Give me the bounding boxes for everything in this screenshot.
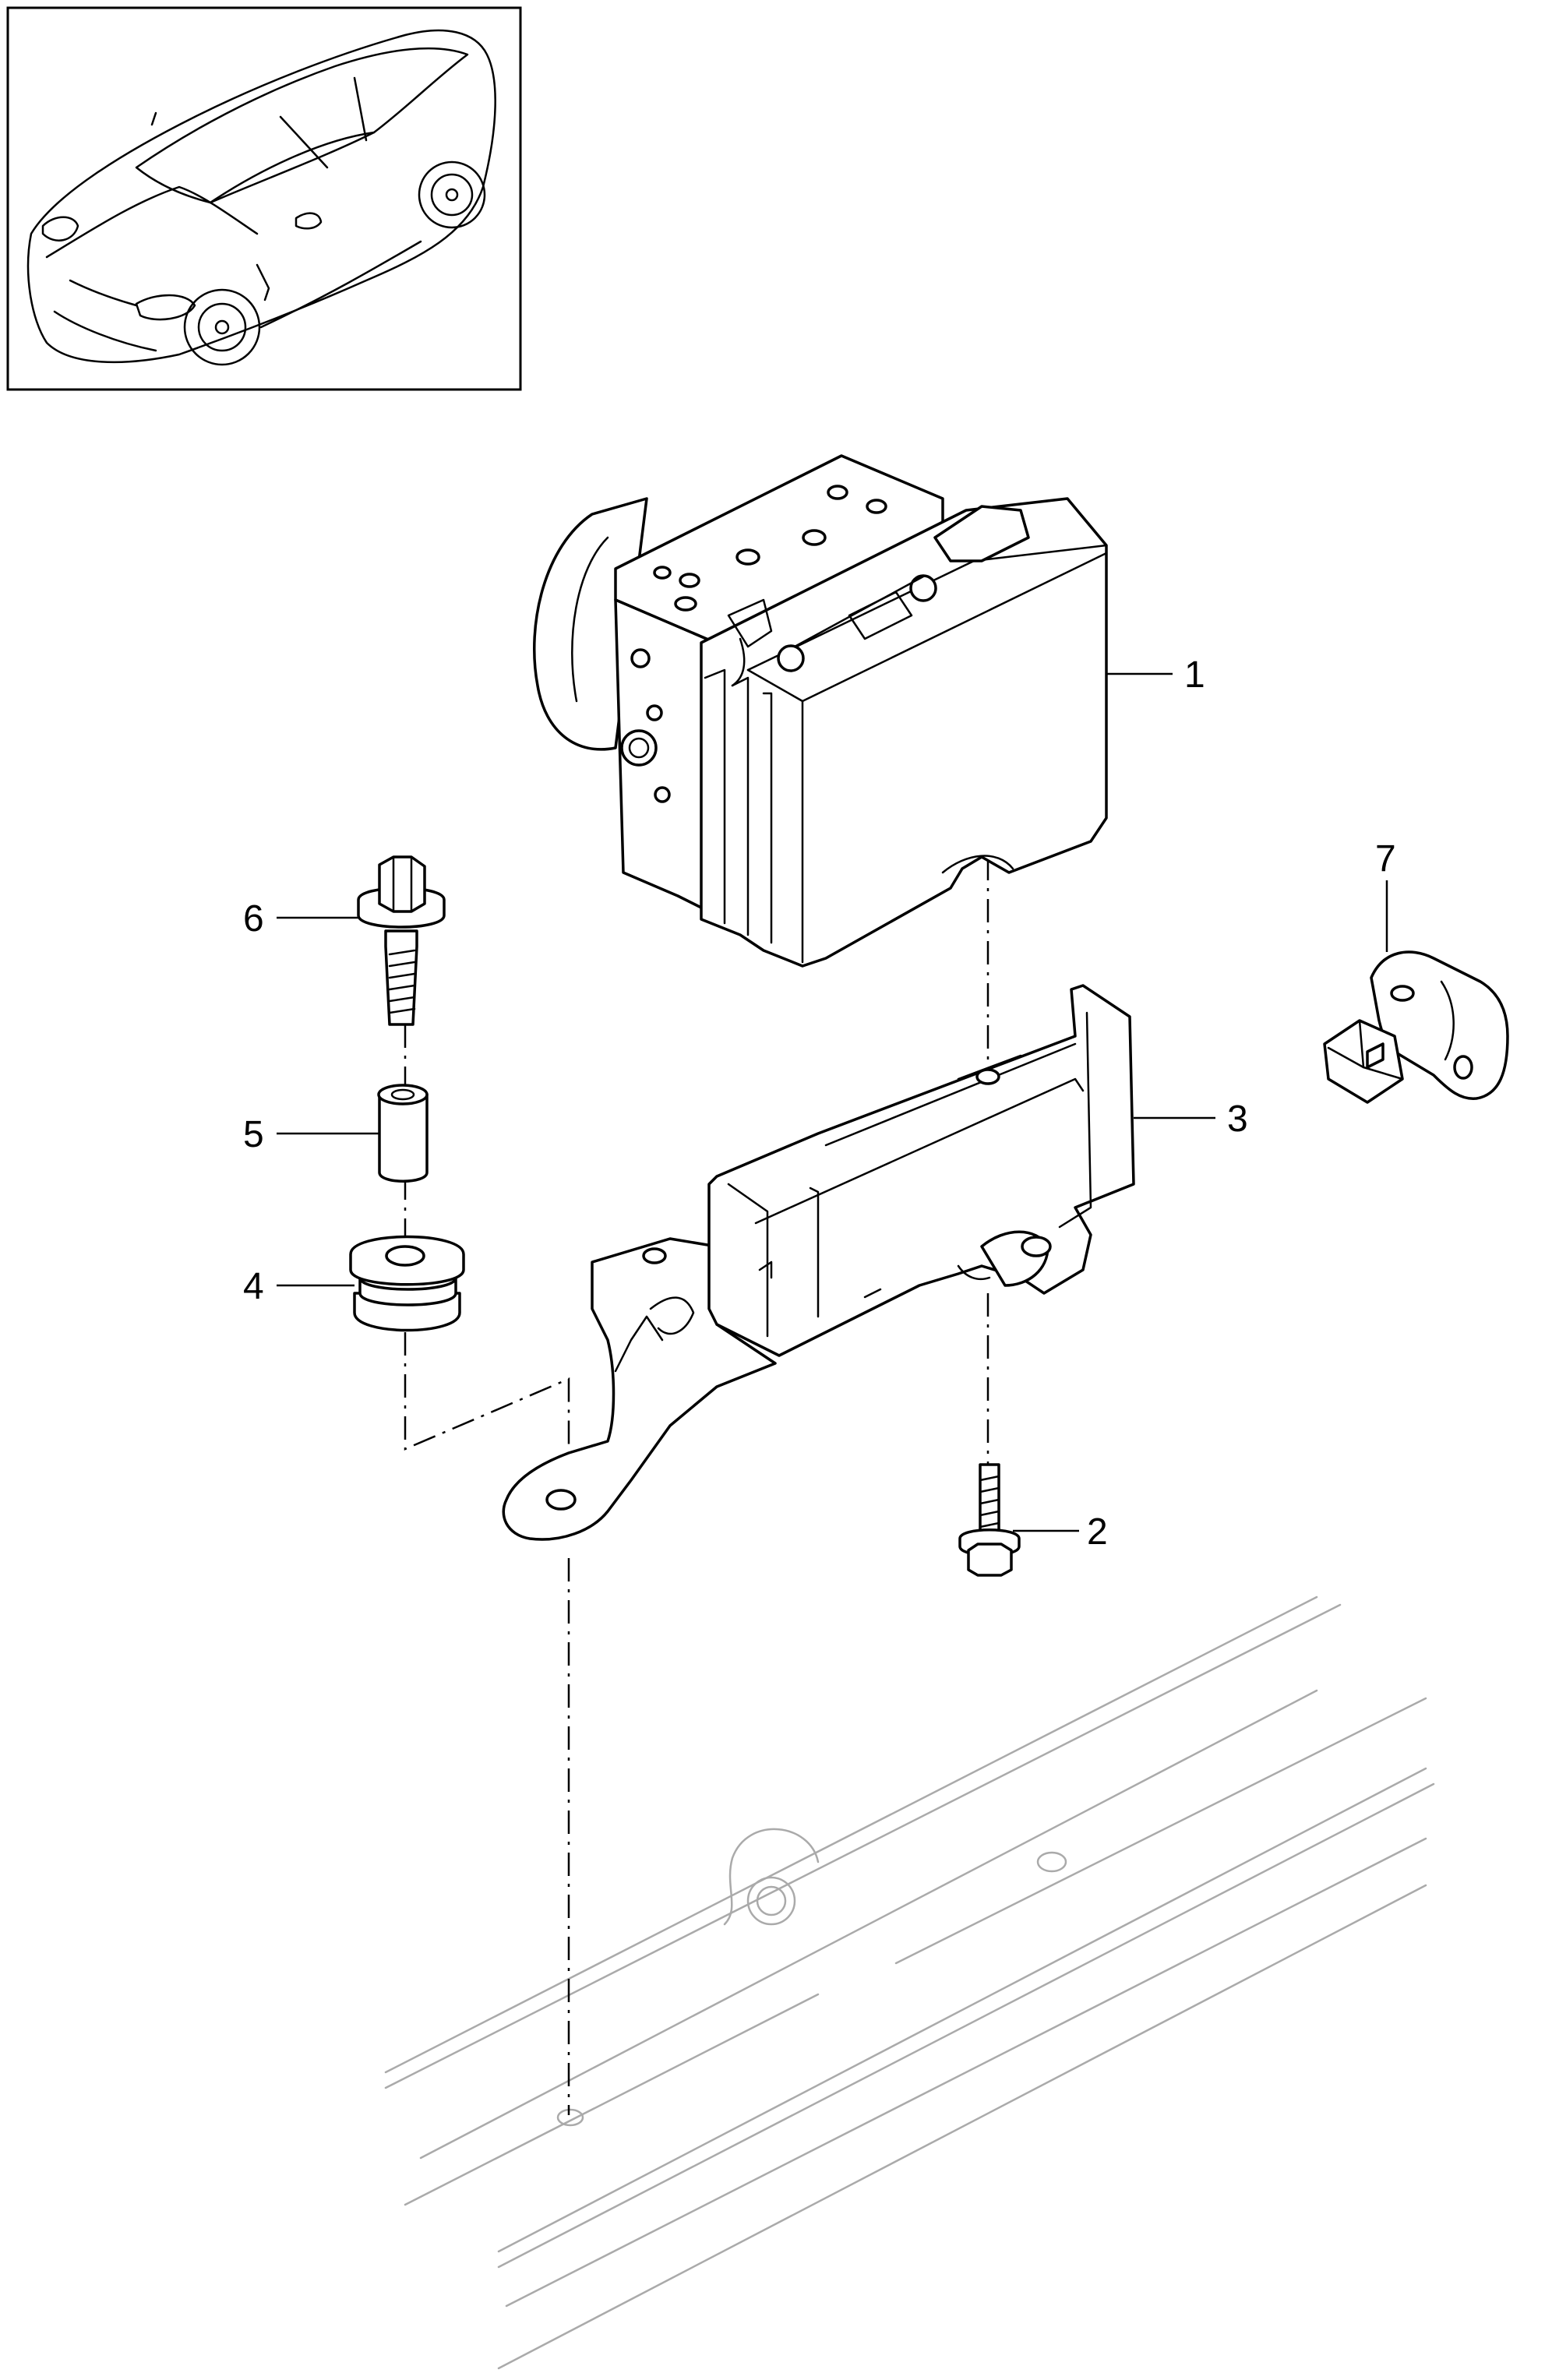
- car-outline: [26, 29, 496, 366]
- vehicle-overview-thumbnail: [6, 6, 522, 391]
- callout-7: 7: [1375, 838, 1396, 880]
- mounting-bracket: [502, 984, 1215, 1541]
- flange-bolt: [277, 855, 446, 1026]
- callout-4: 4: [243, 1266, 264, 1307]
- callout-2: 2: [1087, 1511, 1108, 1553]
- abs-hydraulic-unit: [533, 454, 1173, 968]
- bracket-bolt: [958, 1463, 1079, 1577]
- rubber-grommet: [277, 1235, 465, 1332]
- thumbnail-frame: [6, 6, 522, 391]
- yaw-rate-sensor: [1323, 880, 1509, 1104]
- assembly-lines: [404, 857, 989, 2115]
- callout-1: 1: [1184, 654, 1205, 696]
- spacer-sleeve: [277, 1084, 429, 1183]
- callout-3: 3: [1227, 1098, 1248, 1140]
- callout-labels: 1 2 3 4 5 6 7: [243, 654, 1396, 1553]
- floor-panel-outline: [384, 1595, 1435, 2370]
- callout-5: 5: [243, 1114, 264, 1155]
- callout-6: 6: [243, 898, 264, 940]
